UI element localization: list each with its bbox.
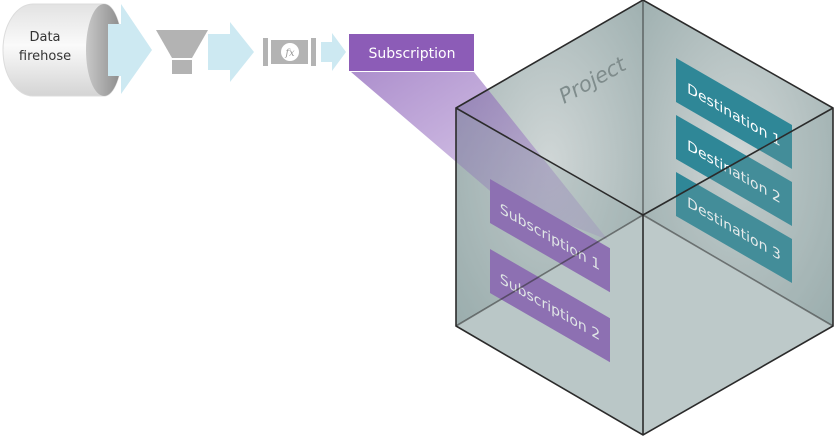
flow-arrow-2 xyxy=(208,22,254,82)
firehose-label-line1: Data xyxy=(29,30,60,45)
flow-arrow-3 xyxy=(321,33,346,71)
data-firehose: Data firehose xyxy=(2,3,123,97)
subscription-label: Subscription xyxy=(369,46,456,62)
funnel-icon xyxy=(156,30,208,74)
subscription-projection-beam xyxy=(351,72,608,240)
function-symbol: fx xyxy=(284,48,295,59)
cube-edges xyxy=(455,0,834,436)
flow-arrow-1 xyxy=(108,4,152,94)
subscription-node[interactable]: Subscription xyxy=(349,34,474,71)
flow-arrows xyxy=(108,4,346,94)
firehose-label-line2: firehose xyxy=(19,49,71,64)
function-icon: fx xyxy=(263,38,316,66)
project-cube-front xyxy=(455,0,834,436)
